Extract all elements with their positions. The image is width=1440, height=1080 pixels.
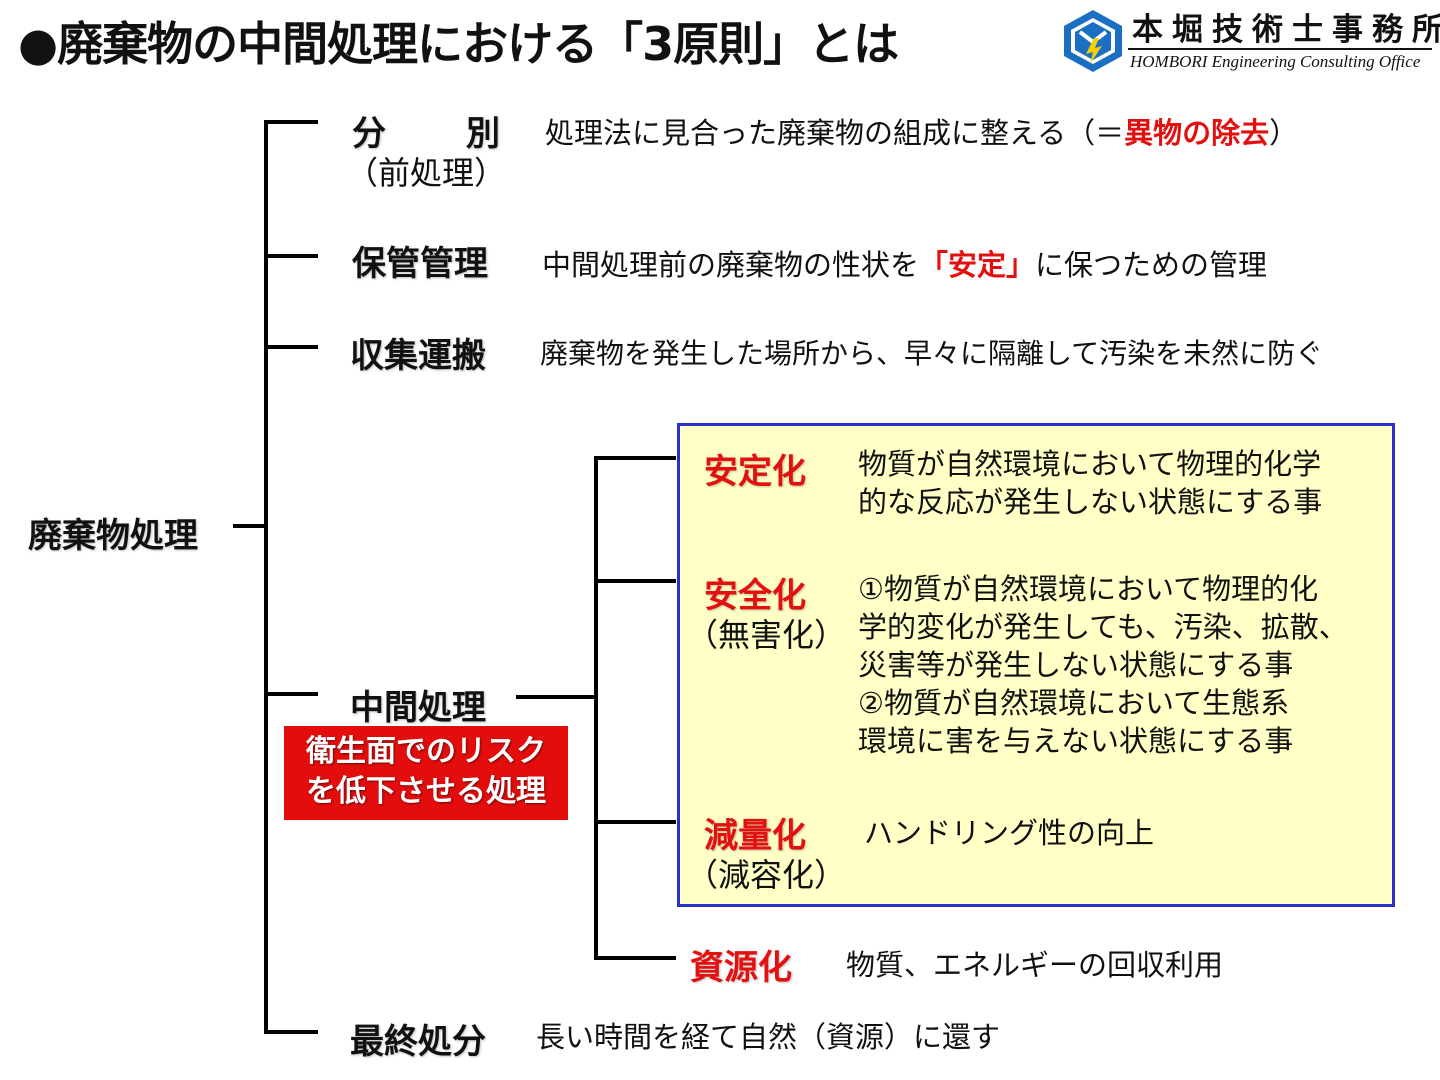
risk-note-text: 衛生面でのリスクを低下させる処理: [306, 734, 546, 809]
bunbetsu-sub: （前処理）: [346, 154, 507, 192]
sub-branch-genryo: [594, 820, 676, 824]
chukan-connector: [516, 695, 598, 699]
root-label: 廃棄物処理: [28, 516, 198, 556]
root-connector: [233, 524, 268, 528]
principle-antei-desc: 物質が自然環境において物理的化学的な反応が発生しない状態にする事: [858, 447, 1323, 519]
main-trunk: [264, 120, 268, 1034]
chukan-label: 中間処理: [350, 688, 486, 728]
sub-trunk: [594, 456, 598, 960]
bunbetsu-label: 分 別: [352, 114, 504, 154]
bunbetsu-desc: 処理法に見合った廃棄物の組成に整える（＝異物の除去）: [545, 116, 1299, 150]
sub-branch-antei: [594, 456, 676, 460]
sub-branch-anzen: [594, 579, 676, 583]
principle-genryo-sub: （減容化）: [686, 856, 847, 894]
page-title: ●廃棄物の中間処理における「3原則」とは: [18, 17, 899, 71]
resource-label: 資源化: [690, 948, 792, 988]
shushu-desc: 廃棄物を発生した場所から、早々に隔離して汚染を未然に防ぐ: [540, 337, 1324, 370]
principle-genryo-label: 減量化: [704, 816, 806, 856]
principle-antei-label: 安定化: [704, 452, 806, 492]
hokan-label: 保管管理: [352, 244, 488, 284]
branch-line-bunbetsu: [264, 120, 318, 124]
company-name-jp: 本堀技術士事務所: [1132, 12, 1440, 48]
logo-divider: [1128, 48, 1432, 50]
sub-branch-shigen: [594, 956, 676, 960]
bunbetsu-highlight: 異物の除去: [1124, 116, 1270, 150]
saishu-desc: 長い時間を経て自然（資源）に還す: [536, 1020, 1001, 1054]
branch-line-chukan: [264, 692, 318, 696]
branch-line-shushu: [264, 345, 318, 349]
principle-anzen-desc: ①物質が自然環境において物理的化学的変化が発生しても、汚染、拡散、災害等が発生し…: [858, 572, 1348, 758]
hokan-highlight: 「安定」: [919, 248, 1036, 282]
principle-anzen-sub: （無害化）: [686, 616, 847, 654]
company-name-en: HOMBORI Engineering Consulting Office: [1130, 52, 1421, 71]
company-logo-icon: [1064, 10, 1122, 72]
risk-note-box: [284, 726, 568, 820]
branch-line-saishu: [264, 1030, 318, 1034]
three-principles-box: [677, 423, 1395, 907]
principle-genryo-desc: ハンドリング性の向上: [864, 816, 1155, 850]
branch-line-hokan: [264, 254, 318, 258]
resource-desc: 物質、エネルギーの回収利用: [846, 948, 1224, 982]
principle-anzen-label: 安全化: [704, 576, 806, 616]
shushu-label: 収集運搬: [350, 336, 486, 376]
hokan-desc: 中間処理前の廃棄物の性状を「安定」に保つための管理: [542, 248, 1268, 282]
saishu-label: 最終処分: [350, 1022, 486, 1062]
